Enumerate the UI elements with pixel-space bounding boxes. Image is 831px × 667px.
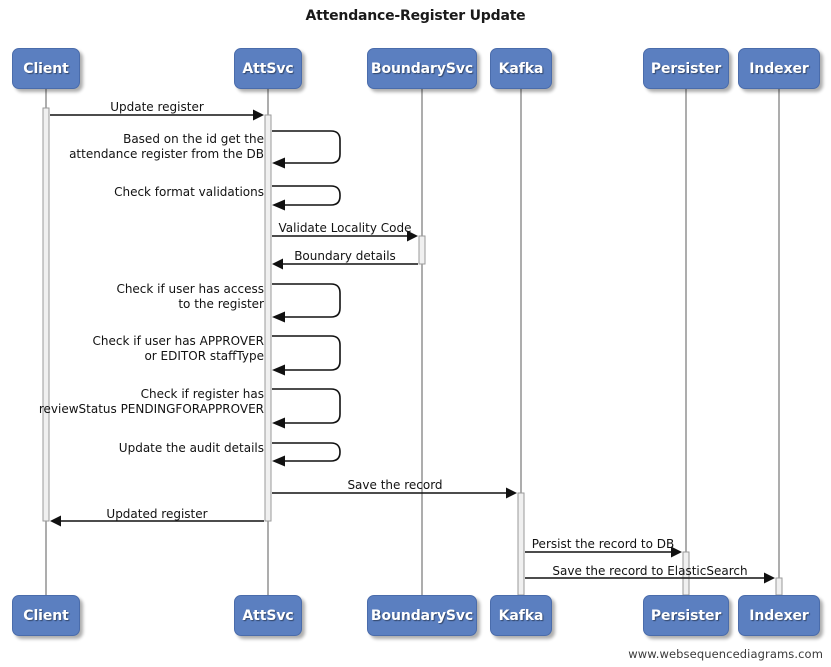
participant-label-indexer: Indexer — [749, 60, 809, 77]
page-title: Attendance-Register Update — [305, 8, 526, 24]
message-label-12: Persist the record to DB — [188, 537, 831, 552]
message-arrows-group — [50, 109, 775, 584]
participant-box-client-top[interactable]: Client — [12, 48, 80, 89]
message-label-10-line-1: Save the record — [347, 478, 443, 492]
message-label-1-line-1: Update register — [110, 100, 204, 114]
message-label-9: Update the audit details — [119, 441, 264, 456]
message-label-5: Boundary details — [0, 249, 761, 264]
message-label-4-line-1: Validate Locality Code — [278, 221, 412, 235]
participant-label-attsvc: AttSvc — [242, 60, 294, 77]
participant-box-boundarysvc-bottom[interactable]: BoundarySvc — [367, 595, 477, 636]
message-label-3: Check format validations — [114, 185, 264, 200]
message-label-6-line-2: to the register — [178, 297, 264, 311]
message-arrow-8-self-loop — [272, 388, 341, 424]
participant-label-persister: Persister — [650, 60, 722, 77]
participant-label-kafka: Kafka — [498, 607, 544, 624]
message-arrow-7-arrowhead — [272, 364, 285, 376]
activation-bar-client — [42, 107, 50, 522]
participant-box-attsvc-bottom[interactable]: AttSvc — [234, 595, 302, 636]
participant-label-client: Client — [23, 607, 69, 624]
message-arrow-6-self-loop — [272, 283, 341, 318]
participant-box-client-bottom[interactable]: Client — [12, 595, 80, 636]
footer-credit: www.websequencediagrams.com — [628, 647, 823, 661]
message-arrow-7-self-loop — [272, 335, 341, 371]
participant-box-indexer-top[interactable]: Indexer — [738, 48, 820, 89]
message-label-2-line-2: attendance register from the DB — [69, 147, 264, 161]
message-label-1: Update register — [0, 100, 573, 115]
message-arrow-8-arrowhead — [272, 417, 285, 429]
participant-box-indexer-bottom[interactable]: Indexer — [738, 595, 820, 636]
message-arrow-6-arrowhead — [272, 311, 285, 323]
message-label-6-line-1: Check if user has access — [116, 282, 264, 296]
activation-bars-group — [42, 107, 783, 596]
participant-box-kafka-bottom[interactable]: Kafka — [490, 595, 552, 636]
message-label-8-line-2: reviewStatus PENDINGFORAPPROVER — [38, 402, 264, 416]
message-arrow-5-arrowhead — [272, 258, 283, 270]
message-label-11-line-1: Updated register — [106, 507, 208, 521]
activation-bar-attsvc — [264, 114, 272, 522]
message-arrow-10-arrowhead — [506, 487, 517, 499]
message-arrow-2-self-loop — [272, 130, 341, 164]
message-arrow-9-arrowhead — [272, 455, 285, 467]
message-arrow-4-arrowhead — [407, 230, 418, 242]
message-arrow-2-arrowhead — [272, 157, 285, 169]
activation-bar-boundarysvc — [418, 235, 426, 265]
message-label-11: Updated register — [0, 507, 573, 522]
message-arrow-9-self-loop — [272, 442, 341, 462]
participant-label-indexer: Indexer — [749, 607, 809, 624]
participant-label-kafka: Kafka — [498, 60, 544, 77]
message-label-13: Save the record to ElasticSearch — [235, 564, 831, 579]
message-arrow-12-arrowhead — [671, 546, 682, 558]
participant-label-attsvc: AttSvc — [242, 607, 294, 624]
participant-box-boundarysvc-top[interactable]: BoundarySvc — [367, 48, 477, 89]
participant-label-persister: Persister — [650, 607, 722, 624]
message-label-7-line-1: Check if user has APPROVER — [92, 334, 265, 348]
participant-box-kafka-top[interactable]: Kafka — [490, 48, 552, 89]
message-arrow-13-arrowhead — [764, 572, 775, 584]
message-label-3-line-1: Check format validations — [114, 185, 264, 199]
message-label-2-line-1: Based on the id get the — [123, 132, 264, 146]
participant-label-boundarysvc: BoundarySvc — [370, 607, 474, 624]
participant-box-persister-top[interactable]: Persister — [643, 48, 729, 89]
message-label-7-line-2: or EDITOR staffType — [144, 349, 264, 363]
message-arrow-11-arrowhead — [50, 515, 61, 527]
message-label-9-line-1: Update the audit details — [118, 441, 264, 455]
message-label-4: Validate Locality Code — [0, 221, 761, 236]
participant-label-client: Client — [23, 60, 69, 77]
message-label-12-line-1: Persist the record to DB — [531, 537, 675, 551]
message-label-10: Save the record — [0, 478, 811, 493]
participant-label-boundarysvc: BoundarySvc — [370, 60, 474, 77]
participant-box-attsvc-top[interactable]: AttSvc — [234, 48, 302, 89]
message-label-5-line-1: Boundary details — [294, 249, 396, 263]
participant-box-persister-bottom[interactable]: Persister — [643, 595, 729, 636]
activation-bar-indexer — [775, 577, 783, 596]
message-label-13-line-1: Save the record to ElasticSearch — [552, 564, 748, 578]
message-arrow-3-arrowhead — [272, 199, 285, 211]
message-label-8-line-1: Check if register has — [140, 387, 264, 401]
message-arrow-3-self-loop — [272, 185, 341, 206]
message-arrow-1-arrowhead — [253, 109, 264, 121]
